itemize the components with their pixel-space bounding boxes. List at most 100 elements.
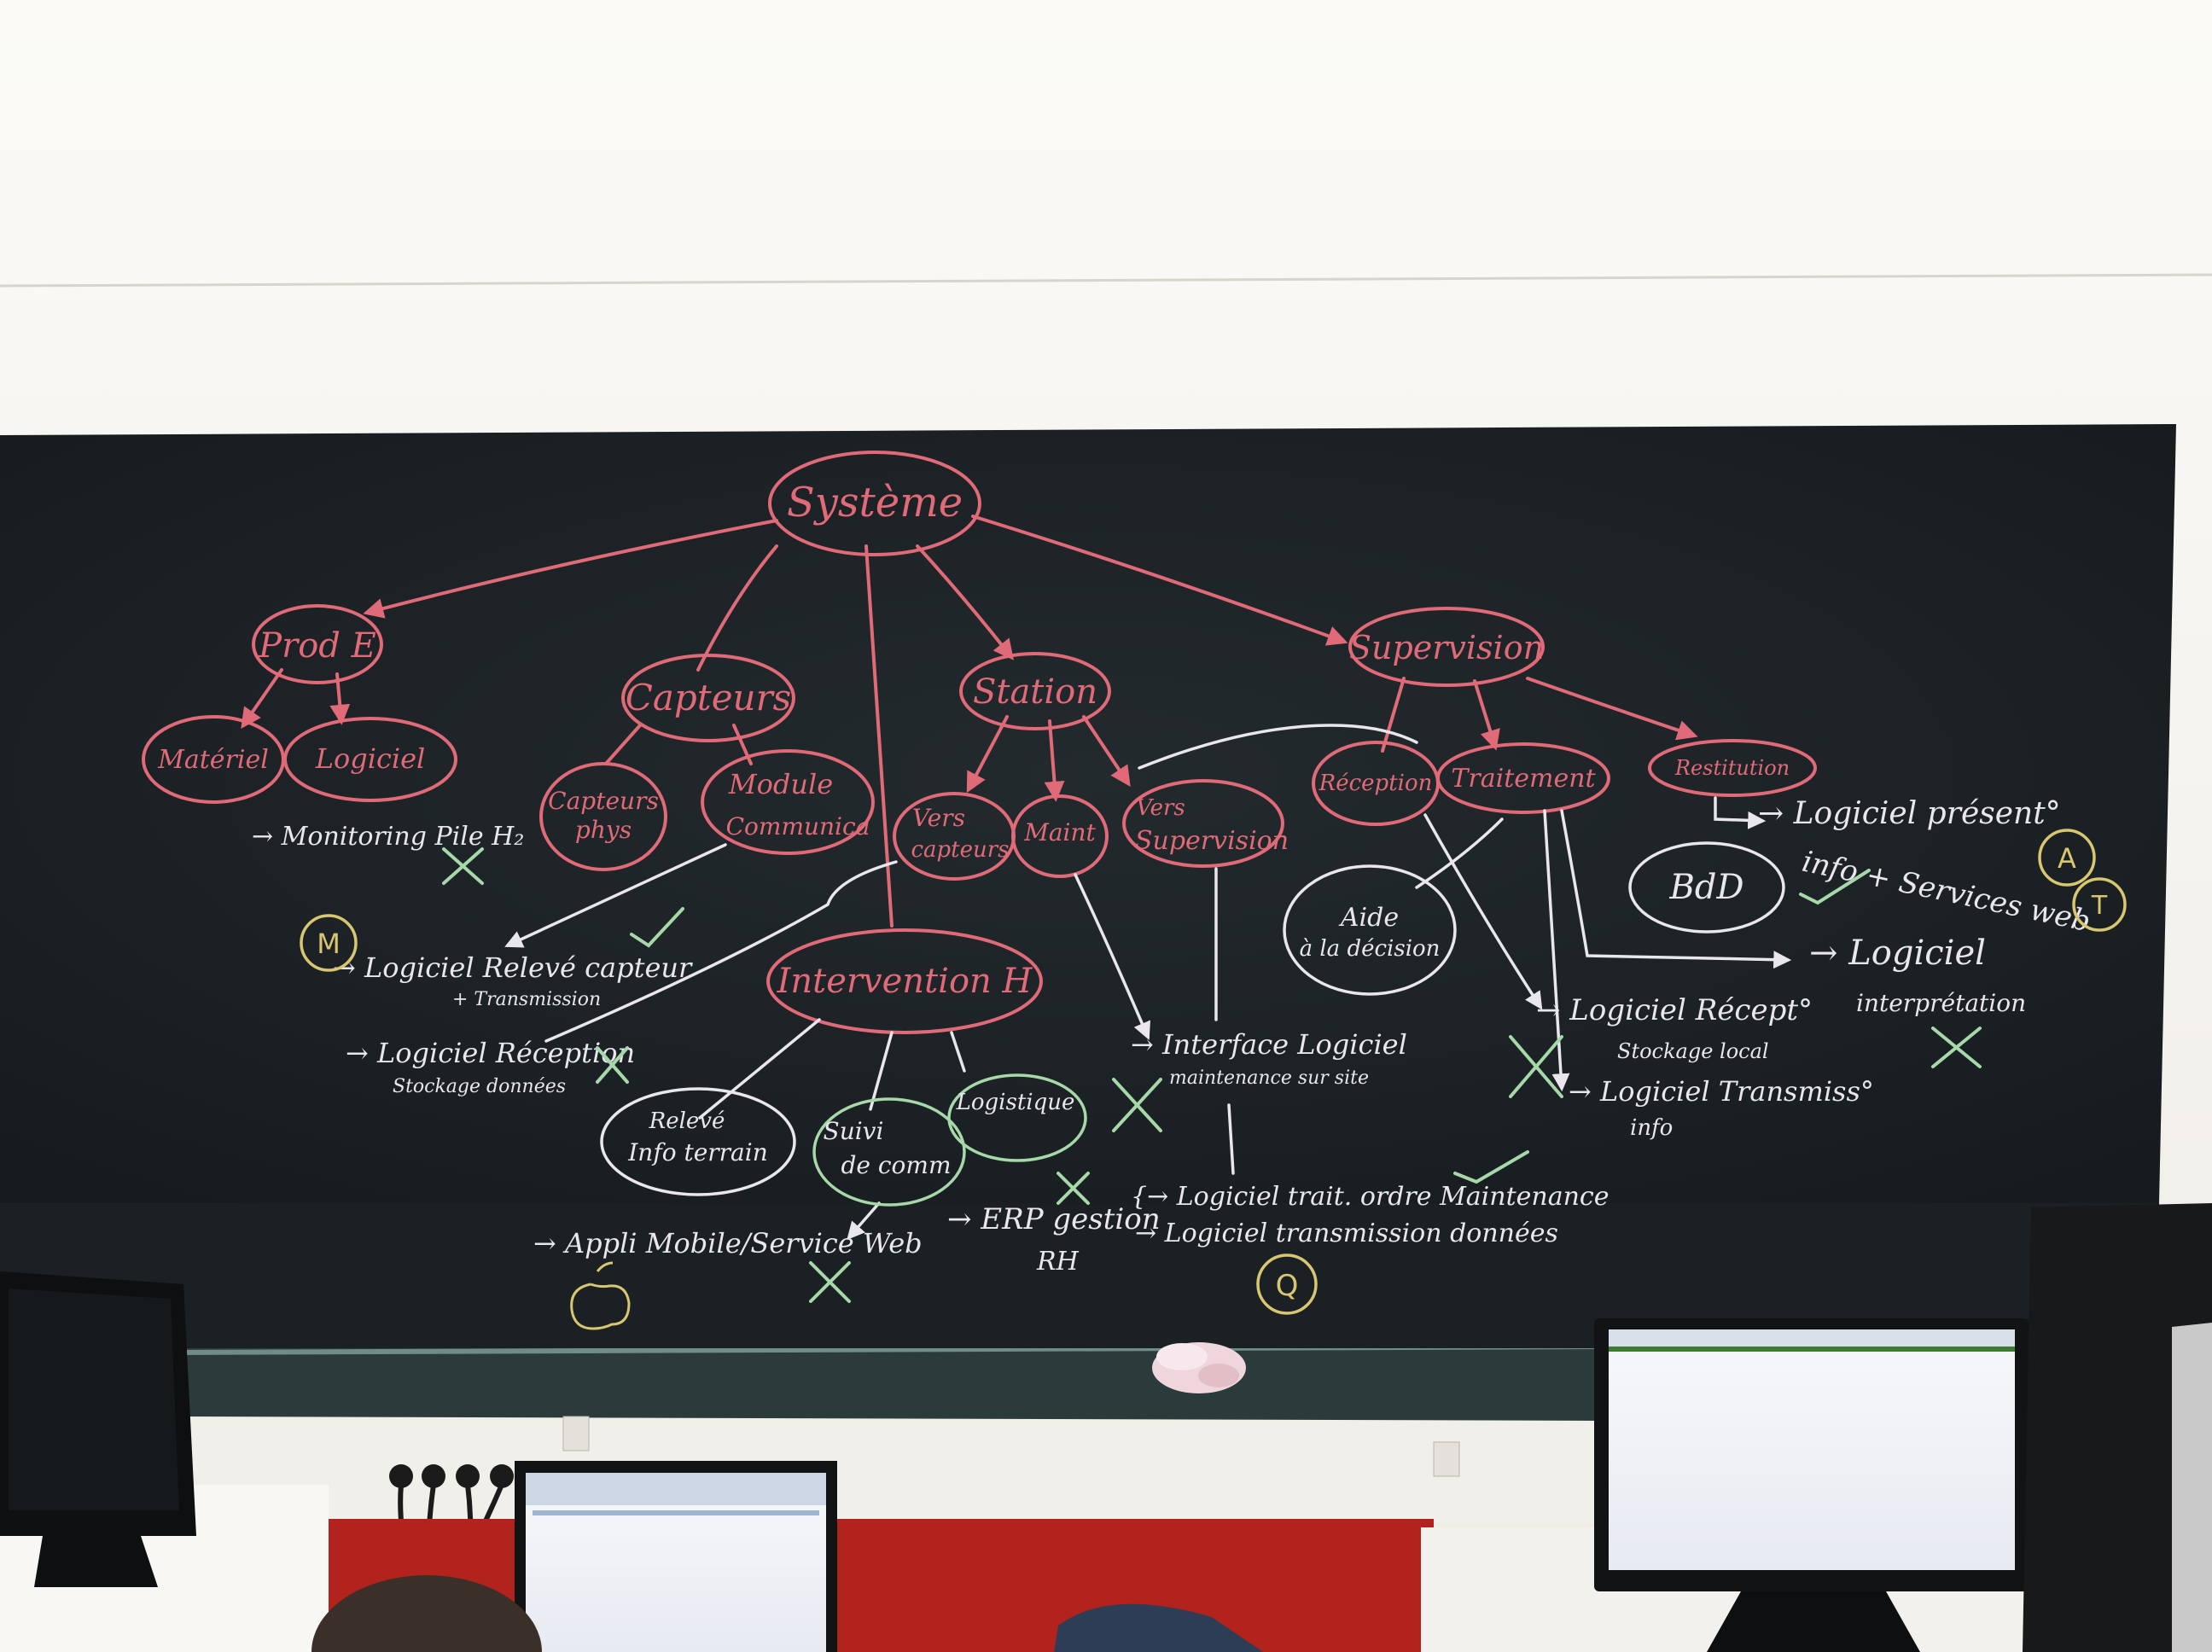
white-line-intervention-suivi xyxy=(869,1031,894,1111)
check-icon xyxy=(1453,1150,1529,1184)
chalk-green-nodes xyxy=(812,1073,1087,1207)
label-releve-1: Relevé xyxy=(649,1108,725,1134)
apple-logo-icon xyxy=(570,1261,631,1330)
note-interface-2: maintenance sur site xyxy=(1169,1067,1369,1089)
node-maint-ring xyxy=(1011,794,1109,878)
node-root-ring xyxy=(768,451,981,556)
chalk-yellow-labels: M Q A T xyxy=(317,842,2108,1303)
note-monitoring: → Monitoring Pile H₂ xyxy=(252,822,524,852)
cross-icon xyxy=(442,847,484,885)
note-logiciel-transmission: → Logiciel transmission données xyxy=(1135,1219,1558,1248)
node-supervision-ring xyxy=(1348,607,1545,687)
node-station-ring xyxy=(959,652,1111,730)
label-traitement: Traitement xyxy=(1451,764,1596,794)
note-reception-stockage-2: Stockage local xyxy=(1617,1039,1769,1063)
note-transmission-info-2: info xyxy=(1630,1115,1673,1141)
edge-root-prod xyxy=(363,519,778,619)
student-head xyxy=(311,1575,542,1652)
white-line-vers-capteurs-reception xyxy=(544,860,898,1043)
check-icon xyxy=(630,907,684,948)
note-logiciel-reception-2: Stockage données xyxy=(393,1076,566,1097)
chalk-red-labels: Système Prod E Matériel Logiciel Capteur… xyxy=(157,479,1790,1001)
chalk-white-nodes xyxy=(600,841,1785,1196)
label-maint: Maint xyxy=(1023,818,1096,846)
white-line-module-releve xyxy=(504,843,727,948)
badge-a: A xyxy=(2058,842,2076,875)
node-logistique-ring xyxy=(947,1073,1087,1162)
edge-prod-materiel xyxy=(241,668,283,729)
node-releve-ring xyxy=(600,1087,796,1196)
chalk-yellow-badges xyxy=(300,829,2127,1315)
edge-root-capteurs xyxy=(696,544,778,672)
chalk-green-marks xyxy=(442,847,1982,1303)
white-line-traitement-aide xyxy=(1415,817,1504,889)
note-presentation-1: → Logiciel présent° xyxy=(1758,796,2061,831)
label-station: Station xyxy=(973,672,1097,712)
label-reception: Réception xyxy=(1318,771,1433,796)
label-vers-supervision-1: Vers xyxy=(1136,795,1185,821)
badge-t-ring xyxy=(2072,877,2127,932)
white-curve-station xyxy=(1138,724,1418,770)
white-line-maint-interface xyxy=(1074,873,1151,1040)
note-interpretation-2: interprétation xyxy=(1856,989,2026,1017)
chalkboard xyxy=(0,424,2176,1203)
label-module-1: Module xyxy=(728,768,833,800)
label-vers-capteurs-2: capteurs xyxy=(911,837,1009,863)
cross-icon xyxy=(1112,1078,1162,1132)
node-prod-ring xyxy=(252,604,383,684)
bag xyxy=(1054,1603,1263,1652)
badge-a-ring xyxy=(2038,829,2096,887)
label-supervision: Supervision xyxy=(1349,629,1544,666)
cross-icon xyxy=(1057,1172,1090,1205)
edge-root-intervention xyxy=(864,544,894,928)
note-interface-1: → Interface Logiciel xyxy=(1131,1028,1407,1061)
badge-q-ring xyxy=(1256,1254,1318,1315)
badge-t: T xyxy=(2091,891,2108,921)
note-transmission-info-1: → Logiciel Transmiss° xyxy=(1569,1075,1874,1108)
label-bdd: BdD xyxy=(1668,868,1743,907)
node-logiciel-ring xyxy=(283,717,457,802)
label-root: Système xyxy=(787,479,963,526)
white-line-traitement-interp xyxy=(1560,809,1792,969)
edge-capteurs-phys xyxy=(604,724,642,765)
note-erp-2: RH xyxy=(1036,1247,1080,1277)
label-releve-2: Info terrain xyxy=(627,1138,768,1166)
label-intervention: Intervention H xyxy=(777,962,1033,1001)
node-module-ring xyxy=(701,749,875,855)
chalk-white-node-labels: Aide à la décision BdD Relevé Info terra… xyxy=(627,868,1743,1179)
pc-tower xyxy=(2023,1203,2212,1652)
edge-supervision-restitution xyxy=(1526,677,1698,741)
node-intervention-ring xyxy=(766,928,1043,1034)
white-line-intervention-logistique xyxy=(950,1031,966,1073)
white-line-interface-down xyxy=(1227,1103,1235,1175)
label-aide-1: Aide xyxy=(1338,903,1399,933)
white-line-intervention-releve xyxy=(698,1018,821,1120)
label-vers-capteurs-1: Vers xyxy=(912,804,965,832)
label-suivi-1: Suivi xyxy=(824,1117,884,1145)
node-vers-supervision-ring xyxy=(1122,779,1284,868)
cross-icon xyxy=(1931,1027,1982,1068)
edge-station-maint xyxy=(1044,719,1065,802)
edge-root-supervision xyxy=(971,515,1348,646)
cross-icon xyxy=(596,1046,629,1084)
node-bdd-ring xyxy=(1628,841,1785,934)
white-line-restitution-presentation xyxy=(1714,796,1767,829)
chalk-red-nodes xyxy=(142,451,1817,1034)
node-capteurs-phys-ring xyxy=(539,762,667,871)
label-suivi-2: de comm xyxy=(841,1151,951,1179)
center-monitor xyxy=(515,1461,837,1652)
check-icon xyxy=(1799,869,1871,905)
white-line-suivi-appli xyxy=(847,1201,881,1241)
label-materiel: Matériel xyxy=(157,745,269,775)
label-capteurs-phys-2: phys xyxy=(575,816,632,844)
badge-m: M xyxy=(317,928,341,960)
edge-supervision-reception xyxy=(1381,677,1406,753)
label-logiciel: Logiciel xyxy=(315,742,426,775)
label-vers-supervision-2: Supervision xyxy=(1135,826,1289,856)
white-line-reception-stockage xyxy=(1423,813,1543,1010)
label-prod-e: Prod E xyxy=(258,626,376,666)
note-reception-stockage-1: → Logiciel Récept° xyxy=(1536,993,1813,1027)
left-monitor xyxy=(0,1271,196,1587)
note-logiciel-reception-1: → Logiciel Réception xyxy=(346,1037,635,1069)
